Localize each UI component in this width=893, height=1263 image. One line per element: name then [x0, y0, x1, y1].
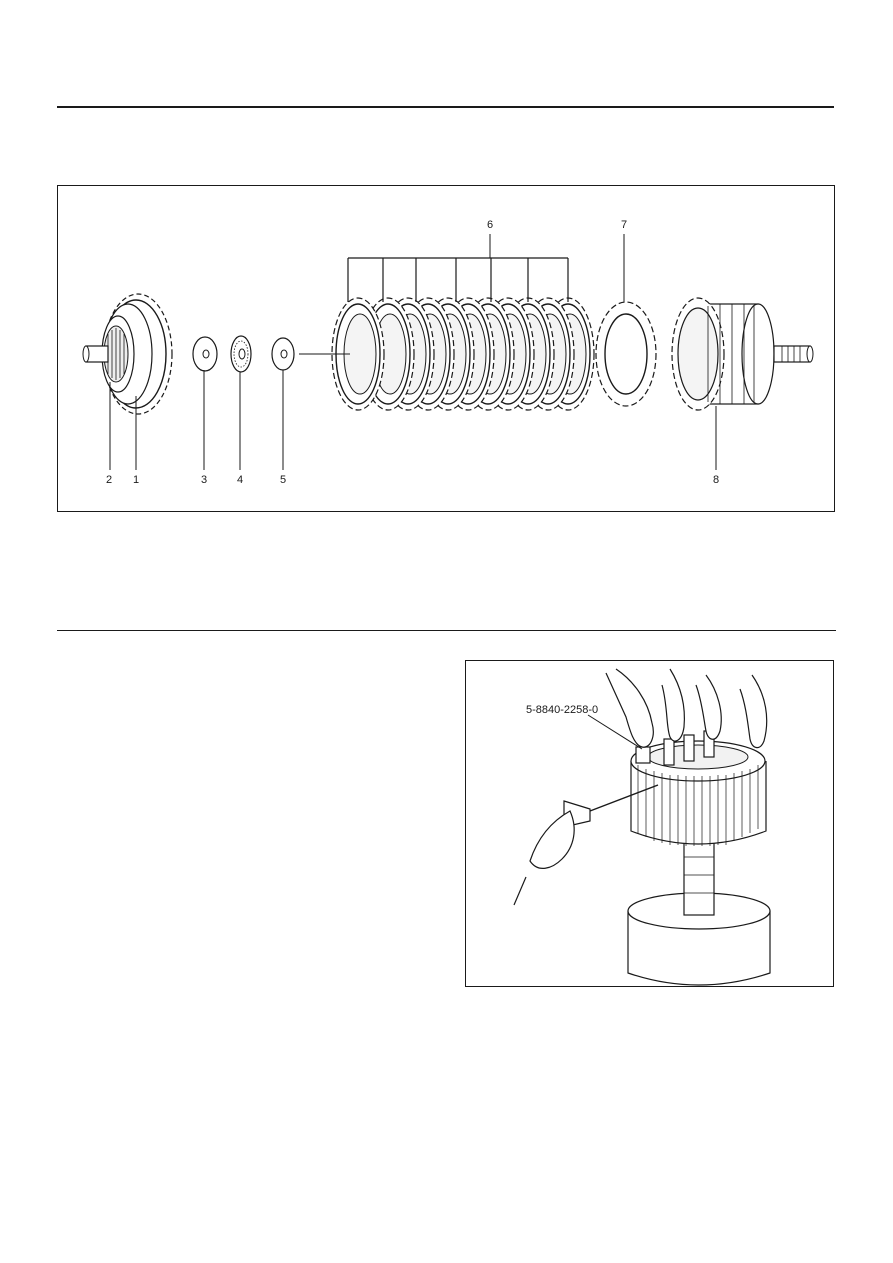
- clutch-drum: [630, 740, 767, 846]
- tool-number-leader: [587, 714, 643, 750]
- part-washer-5: [271, 337, 295, 371]
- part-washer-3: [192, 336, 218, 372]
- compressor-tool: [635, 730, 715, 766]
- part-drum-hub: [82, 293, 173, 415]
- tool-number-label: 5-8840-2258-0: [526, 704, 598, 716]
- part-clutch-pack-6: [299, 234, 595, 411]
- screwdriver: [513, 784, 659, 906]
- middle-divider: [57, 630, 836, 631]
- exploded-view-drawing: 6 7 2 1 3 4 5 8: [82, 219, 814, 486]
- tool-usage-figure: 5-8840-2258-0: [465, 660, 834, 987]
- part-plate-7: [595, 234, 657, 407]
- part-hub-shaft-8: [671, 297, 814, 470]
- callout-3: 3: [201, 474, 207, 486]
- callout-4: 4: [237, 474, 243, 486]
- callout-5: 5: [280, 474, 286, 486]
- hands: [605, 668, 768, 749]
- callout-8: 8: [713, 474, 719, 486]
- tool-usage-drawing: 5-8840-2258-0: [513, 668, 771, 986]
- shaft: [683, 830, 715, 916]
- stand-base: [627, 892, 771, 986]
- callout-1: 1: [133, 474, 139, 486]
- callout-7: 7: [621, 219, 627, 231]
- top-divider: [57, 106, 834, 108]
- leader-lines: [109, 370, 284, 470]
- exploded-view-figure: 6 7 2 1 3 4 5 8: [57, 185, 835, 512]
- callout-6: 6: [487, 219, 493, 231]
- callout-2: 2: [106, 474, 112, 486]
- part-bearing-4: [230, 335, 252, 373]
